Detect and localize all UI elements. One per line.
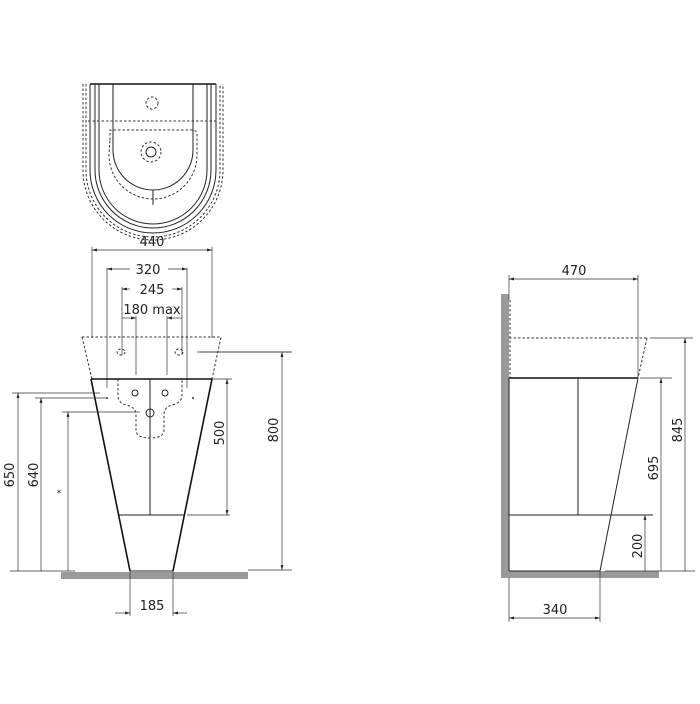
dim-640: 640 (27, 463, 42, 488)
front-elevation: 440 320 245 180 max (3, 235, 292, 616)
floor-line (501, 571, 659, 578)
dim-800: 800 (267, 418, 282, 443)
side-elevation: 470 845 695 200 340 (501, 264, 695, 622)
dim-185: 185 (140, 599, 165, 614)
dim-245: 245 (140, 283, 165, 298)
dim-340: 340 (543, 603, 568, 618)
bolt-icon (174, 348, 184, 356)
dim-845: 845 (671, 418, 686, 443)
top-plan-view (82, 83, 224, 241)
floor-line (61, 572, 248, 579)
dim-200: 200 (631, 534, 646, 559)
wall (501, 294, 509, 578)
dim-470: 470 (562, 264, 587, 279)
dim-695: 695 (647, 456, 662, 481)
dim-440: 440 (140, 235, 165, 250)
drain-icon (140, 141, 162, 163)
tap-hole-icon (145, 96, 159, 110)
bolt-icon (116, 348, 126, 356)
dim-650: 650 (3, 463, 18, 488)
asterisk-note: * (57, 489, 62, 499)
dim-320: 320 (136, 263, 161, 278)
dim-500: 500 (213, 421, 228, 446)
dim-180-max: 180 max (123, 303, 181, 318)
